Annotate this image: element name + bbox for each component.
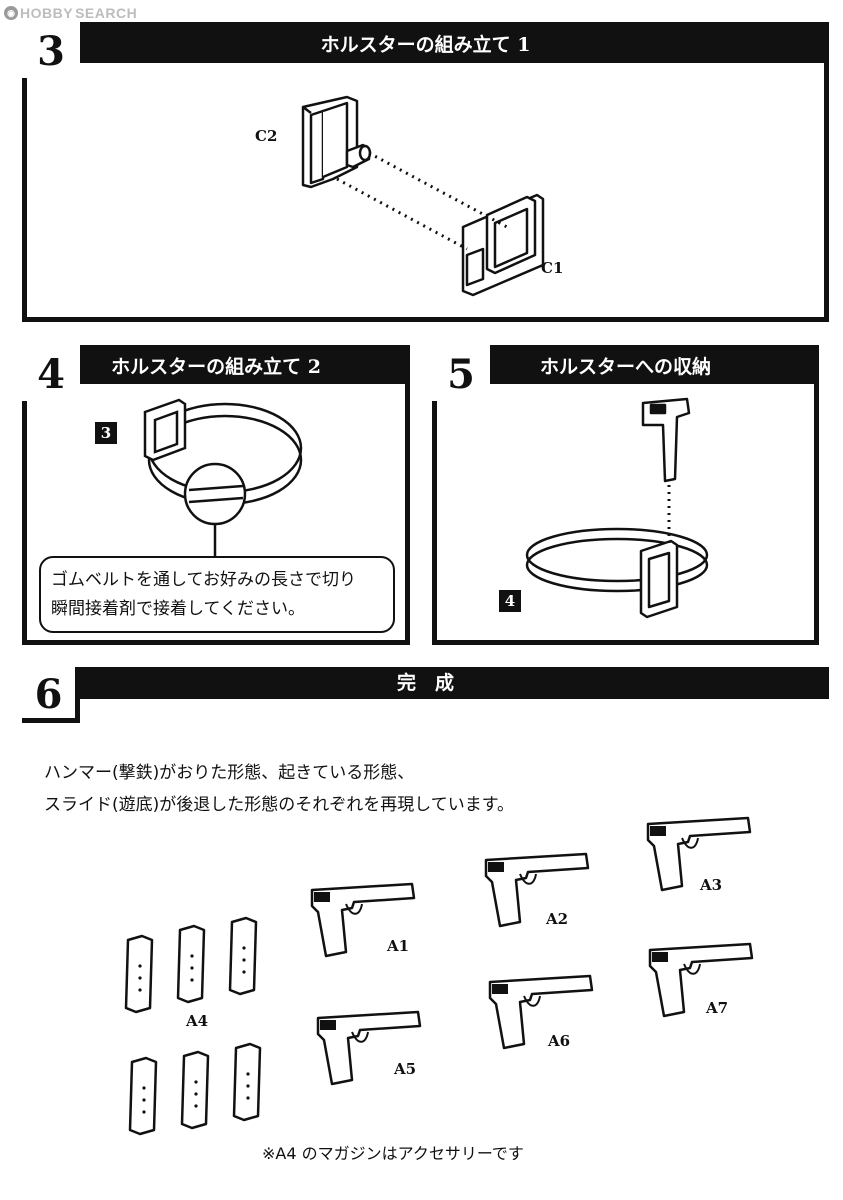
pistol-a2 xyxy=(484,852,590,928)
step-5-panel: ホルスターへの収納 5 4 xyxy=(432,345,819,645)
accessory-footnote: ※A4 のマガジンはアクセサリーです xyxy=(262,1144,524,1163)
part-label-a4: A4 xyxy=(186,1012,209,1030)
step-3-title: ホルスターの組み立て 1 xyxy=(27,27,824,63)
ref-badge-3: 3 xyxy=(95,422,117,444)
watermark: ◉ HOBBY SEARCH xyxy=(4,4,137,22)
step-4-note-line-2: 瞬間接着剤で接着してください。 xyxy=(51,599,305,619)
hobby-logo-icon: ◉ xyxy=(4,6,18,20)
watermark-brand: HOBBY xyxy=(20,5,74,21)
part-label-a7: A7 xyxy=(706,999,729,1017)
ref-badge-4: 4 xyxy=(499,590,521,612)
step-5-number: 5 xyxy=(432,345,490,401)
belt-assembly-illustration xyxy=(143,398,303,562)
part-label-a2: A2 xyxy=(546,910,569,928)
step-5-title: ホルスターへの収納 xyxy=(437,350,814,384)
holster-storage-illustration xyxy=(525,397,709,619)
pistol-a3 xyxy=(646,816,752,892)
step-6-title: 完 成 xyxy=(22,667,829,699)
step-3-number: 3 xyxy=(22,22,80,78)
watermark-search: SEARCH xyxy=(75,5,138,21)
step-4-note: ゴムベルトを通してお好みの長さで切り 瞬間接着剤で接着してください。 xyxy=(39,556,395,633)
step-3-panel: ホルスターの組み立て 1 3 C2 C1 xyxy=(22,22,829,322)
part-label-a1: A1 xyxy=(387,937,410,955)
part-label-c2: C2 xyxy=(255,127,278,145)
holster-assembly-1-illustration xyxy=(301,95,545,297)
part-label-c1: C1 xyxy=(541,259,564,277)
part-label-a6: A6 xyxy=(548,1032,571,1050)
part-label-a3: A3 xyxy=(700,876,723,894)
step-4-number: 4 xyxy=(22,345,80,401)
step-4-note-line-1: ゴムベルトを通してお好みの長さで切り xyxy=(51,570,356,590)
pistol-a7 xyxy=(648,942,754,1018)
part-label-a5: A5 xyxy=(394,1060,417,1078)
step-6-number: 6 xyxy=(22,667,80,723)
step-6-description-line-2: スライド(遊底)が後退した形態のそれぞれを再現しています。 xyxy=(44,795,515,815)
pistol-a6 xyxy=(488,974,594,1050)
step-4-title: ホルスターの組み立て 2 xyxy=(27,350,405,384)
step-6-description-line-1: ハンマー(撃鉄)がおりた形態、起きている形態、 xyxy=(44,763,415,783)
step-4-panel: ホルスターの組み立て 2 4 3 ゴムベルトを通してお好みの長さで切り 瞬間接着… xyxy=(22,345,410,645)
